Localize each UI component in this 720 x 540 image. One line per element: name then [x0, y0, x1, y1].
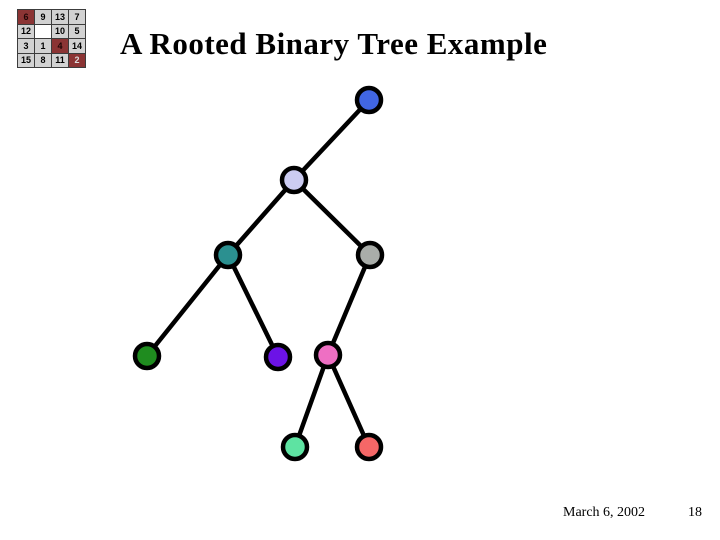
tree-edge-teal-node-purple-leaf: [225, 252, 281, 360]
footer-date: March 6, 2002: [563, 505, 646, 520]
puzzle-cell-6: 6: [18, 10, 34, 24]
puzzle-cell-3: 3: [18, 39, 34, 53]
puzzle-cell-14: 14: [69, 39, 85, 53]
tree-node-pink-node: [313, 340, 343, 370]
tree-edge-pink-node-mint-leaf: [292, 352, 331, 450]
tree-edge-gray-node-pink-node: [325, 252, 373, 358]
footer-page-number: 18: [688, 505, 702, 520]
puzzle-cell-15: 15: [18, 53, 34, 67]
puzzle-cell-9: 9: [35, 10, 51, 24]
tree-node-gray-node: [355, 240, 385, 270]
tree-node-level2-node: [279, 165, 309, 195]
puzzle-cell-10: 10: [52, 24, 68, 38]
tree-node-purple-leaf: [263, 342, 293, 372]
slide-title: A Rooted Binary Tree Example: [120, 26, 548, 61]
puzzle-cell-7: 7: [69, 10, 85, 24]
tree-node-salmon-leaf: [354, 432, 384, 462]
puzzle-cell-12: 12: [18, 24, 34, 38]
tree-edge-level2-node-gray-node: [291, 177, 373, 258]
tree-edge-pink-node-salmon-leaf: [325, 352, 372, 450]
puzzle-cell-8: 8: [35, 53, 51, 67]
puzzle-cell-13: 13: [52, 10, 68, 24]
puzzle-cell-11: 11: [52, 53, 68, 67]
puzzle-cell-4: 4: [52, 39, 68, 53]
tree-edge-teal-node-green-leaf: [144, 252, 231, 359]
tree-edge-root-level2-node: [291, 97, 372, 183]
tree-node-mint-leaf: [280, 432, 310, 462]
tree-node-root: [354, 85, 384, 115]
tree-edge-level2-node-teal-node: [225, 177, 297, 258]
puzzle-cell-1: 1: [35, 39, 51, 53]
puzzle-cell-empty: [35, 24, 51, 38]
tree-node-teal-node: [213, 240, 243, 270]
puzzle-cell-2: 2: [69, 53, 85, 67]
puzzle-cell-5: 5: [69, 24, 85, 38]
tree-node-green-leaf: [132, 341, 162, 371]
